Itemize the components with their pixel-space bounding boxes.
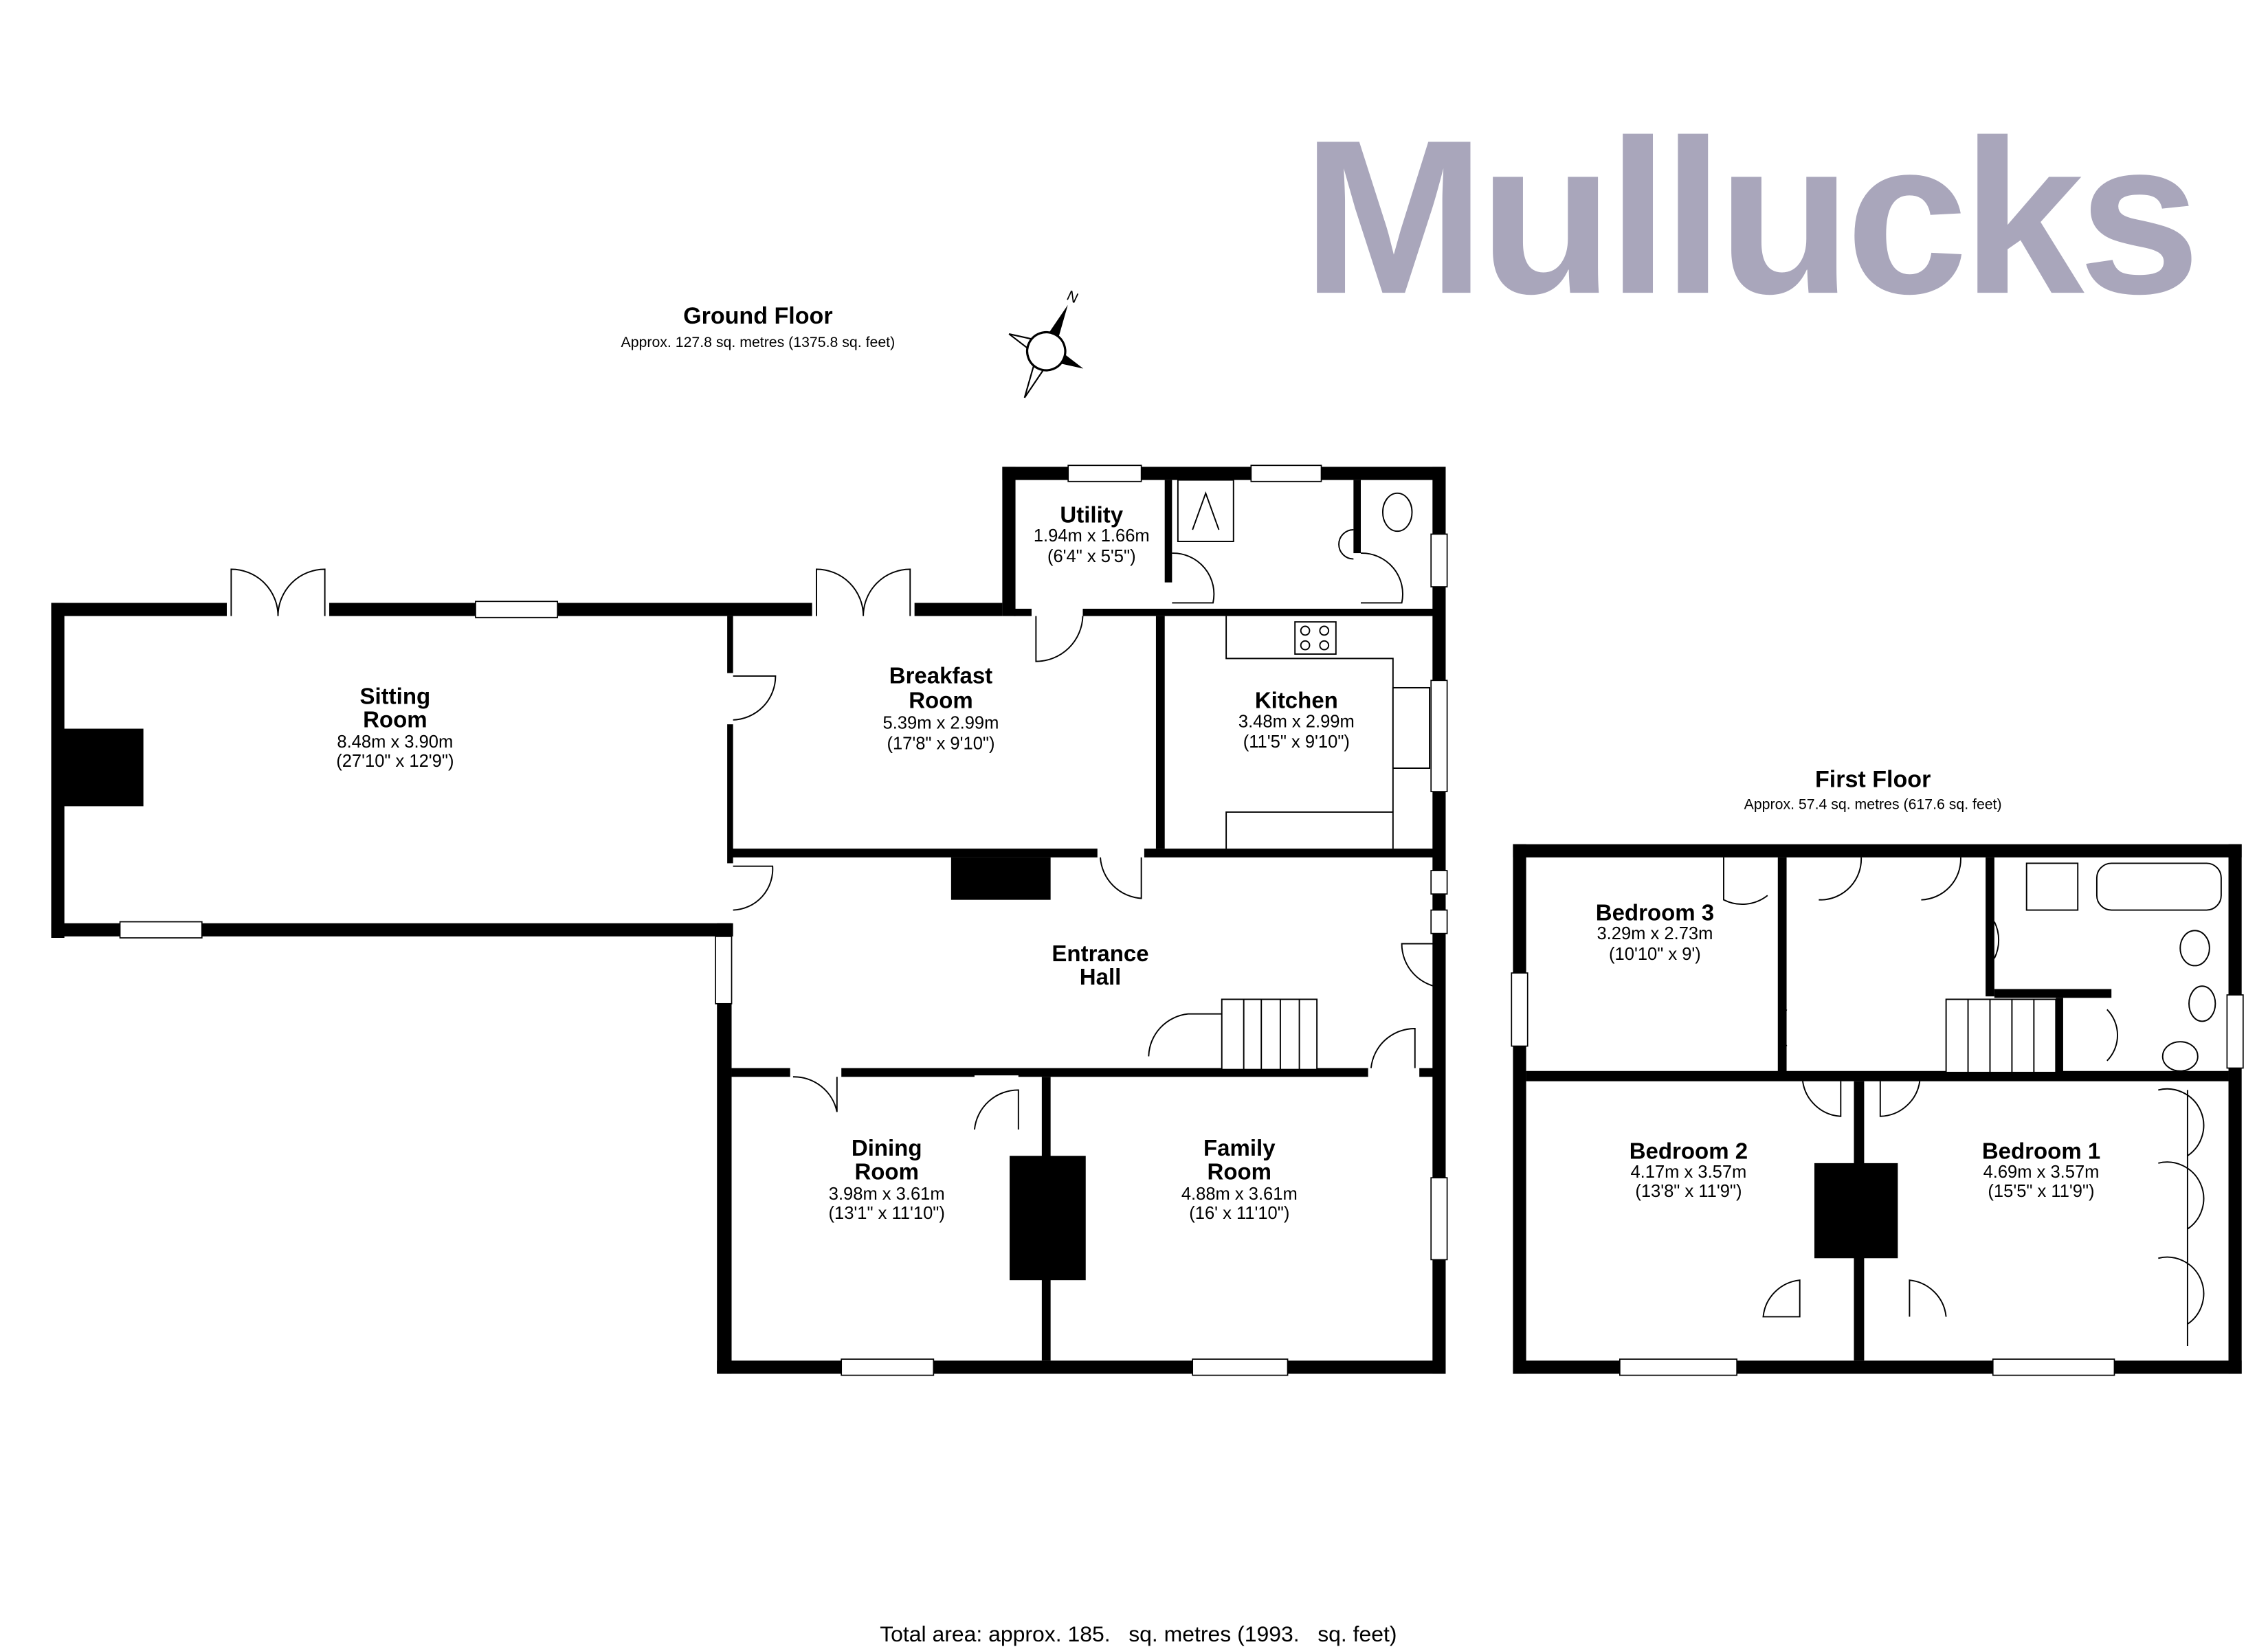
room-bedroom-3: Bedroom 3 3.29m x 2.73m (10'10" x 9'): [1596, 899, 1714, 963]
room-dimensions-imperial: (10'10" x 9'): [1609, 945, 1701, 964]
room-name: Breakfast: [889, 663, 992, 688]
room-name: Room: [854, 1158, 919, 1184]
room-dimensions-metric: 3.98m x 3.61m: [829, 1185, 945, 1204]
room-name: Kitchen: [1255, 688, 1338, 713]
room-name: Family: [1203, 1135, 1276, 1160]
door: [1401, 943, 1443, 989]
french-door: [816, 568, 911, 616]
room-kitchen: Kitchen 3.48m x 2.99m (11'5" x 9'10"): [1238, 688, 1355, 752]
toilet: [1381, 492, 1413, 532]
room-name: Bedroom 1: [1982, 1138, 2100, 1163]
window: [715, 936, 733, 1005]
room-dimensions-metric: 4.88m x 3.61m: [1181, 1185, 1298, 1204]
door: [1100, 857, 1142, 899]
window: [1067, 464, 1142, 482]
doors: [227, 479, 2222, 1346]
door: [792, 1076, 838, 1112]
ground-floor-title: Ground Floor: [683, 303, 832, 329]
room-sitting-room: Sitting Room 8.48m x 3.90m (27'10" x 12'…: [336, 683, 454, 771]
window: [1619, 1358, 1738, 1376]
room-name: Room: [1208, 1158, 1272, 1184]
windows: [119, 464, 2244, 1376]
room-dimensions-metric: 3.29m x 2.73m: [1597, 924, 1713, 943]
room-dimensions-imperial: (15'5" x 11'9"): [1988, 1182, 2094, 1201]
sink: [1392, 686, 1431, 769]
room-name: Room: [909, 688, 973, 713]
total-area: Total area: approx. 185. sq. metres (199…: [880, 1622, 1397, 1646]
room-name: Dining: [852, 1135, 922, 1160]
room-entrance-hall: Entrance Hall: [1052, 941, 1148, 989]
room-breakfast-room: Breakfast Room 5.39m x 2.99m (17'8" x 9'…: [883, 663, 999, 754]
stairs: [1945, 998, 2057, 1073]
room-dimensions-metric: 5.39m x 2.99m: [883, 714, 999, 733]
window: [1430, 909, 1448, 934]
room-dimensions-imperial: (11'5" x 9'10"): [1243, 732, 1350, 752]
shower: [1177, 479, 1234, 542]
room-dimensions-imperial: (13'1" x 11'10"): [829, 1204, 945, 1223]
room-dimensions-imperial: (16' x 11'10"): [1189, 1204, 1289, 1223]
compass-icon: N: [1008, 287, 1084, 399]
room-dimensions-metric: 4.69m x 3.57m: [1983, 1163, 2100, 1182]
room-utility: Utility 1.94m x 1.66m (6'4" x 5'5"): [1034, 502, 1150, 565]
door: [1035, 616, 1084, 662]
window: [1511, 972, 1528, 1047]
room-name: Hall: [1080, 964, 1122, 989]
first-floor-area: Approx. 57.4 sq. metres (617.6 sq. feet): [1744, 796, 2002, 813]
window: [1250, 464, 1322, 482]
door: [1370, 1028, 1416, 1068]
window: [1430, 533, 1448, 587]
room-dimensions-metric: 4.17m x 3.57m: [1630, 1163, 1746, 1182]
ground-floor-area: Approx. 127.8 sq. metres (1375.8 sq. fee…: [621, 334, 896, 350]
stairs: [1221, 998, 1318, 1070]
window: [1192, 1358, 1289, 1376]
room-name: Bedroom 3: [1596, 899, 1714, 925]
compass-north-label: N: [1065, 287, 1081, 306]
window: [841, 1358, 935, 1376]
room-name: Sitting: [360, 683, 431, 708]
door: [1172, 552, 1403, 604]
room-bedroom-1: Bedroom 1 4.69m x 3.57m (15'5" x 11'9"): [1982, 1138, 2100, 1200]
basin: [1338, 529, 1354, 560]
window: [119, 921, 203, 939]
mullucks-logo: Mullucks: [1302, 94, 2194, 339]
door: [733, 675, 777, 721]
room-dimensions-imperial: (17'8" x 9'10"): [887, 734, 994, 753]
toilet: [2179, 930, 2210, 967]
window: [1430, 680, 1448, 792]
room-name: Entrance: [1052, 941, 1148, 966]
bath: [2095, 862, 2222, 911]
hob: [1294, 621, 1337, 655]
room-name: Bedroom 2: [1630, 1138, 1748, 1163]
window: [1430, 1177, 1448, 1261]
room-dimensions-imperial: (27'10" x 12'9"): [336, 752, 454, 771]
window: [1430, 870, 1448, 895]
room-name: Room: [363, 706, 427, 732]
window: [475, 601, 559, 618]
room-dimensions-metric: 3.48m x 2.99m: [1238, 712, 1355, 731]
room-dimensions-metric: 1.94m x 1.66m: [1034, 526, 1150, 546]
window: [1992, 1358, 2115, 1376]
first-floor-title: First Floor: [1815, 767, 1931, 793]
room-dimensions-imperial: (13'8" x 11'9"): [1635, 1182, 1742, 1201]
room-dining-room: Dining Room 3.98m x 3.61m (13'1" x 11'10…: [829, 1135, 945, 1223]
room-name: Utility: [1060, 502, 1123, 527]
toilet: [2188, 985, 2216, 1022]
room-bedroom-2: Bedroom 2 4.17m x 3.57m (13'8" x 11'9"): [1630, 1138, 1748, 1200]
door: [733, 865, 774, 911]
french-door: [230, 568, 326, 616]
room-family-room: Family Room 4.88m x 3.61m (16' x 11'10"): [1181, 1135, 1298, 1223]
wardrobe: [2158, 1088, 2205, 1346]
shower: [2025, 862, 2079, 911]
basin: [2161, 1041, 2199, 1072]
room-dimensions-imperial: (6'4" x 5'5"): [1047, 547, 1136, 566]
room-dimensions-metric: 8.48m x 3.90m: [337, 732, 453, 752]
window: [2226, 994, 2244, 1069]
door: [973, 1089, 1019, 1130]
